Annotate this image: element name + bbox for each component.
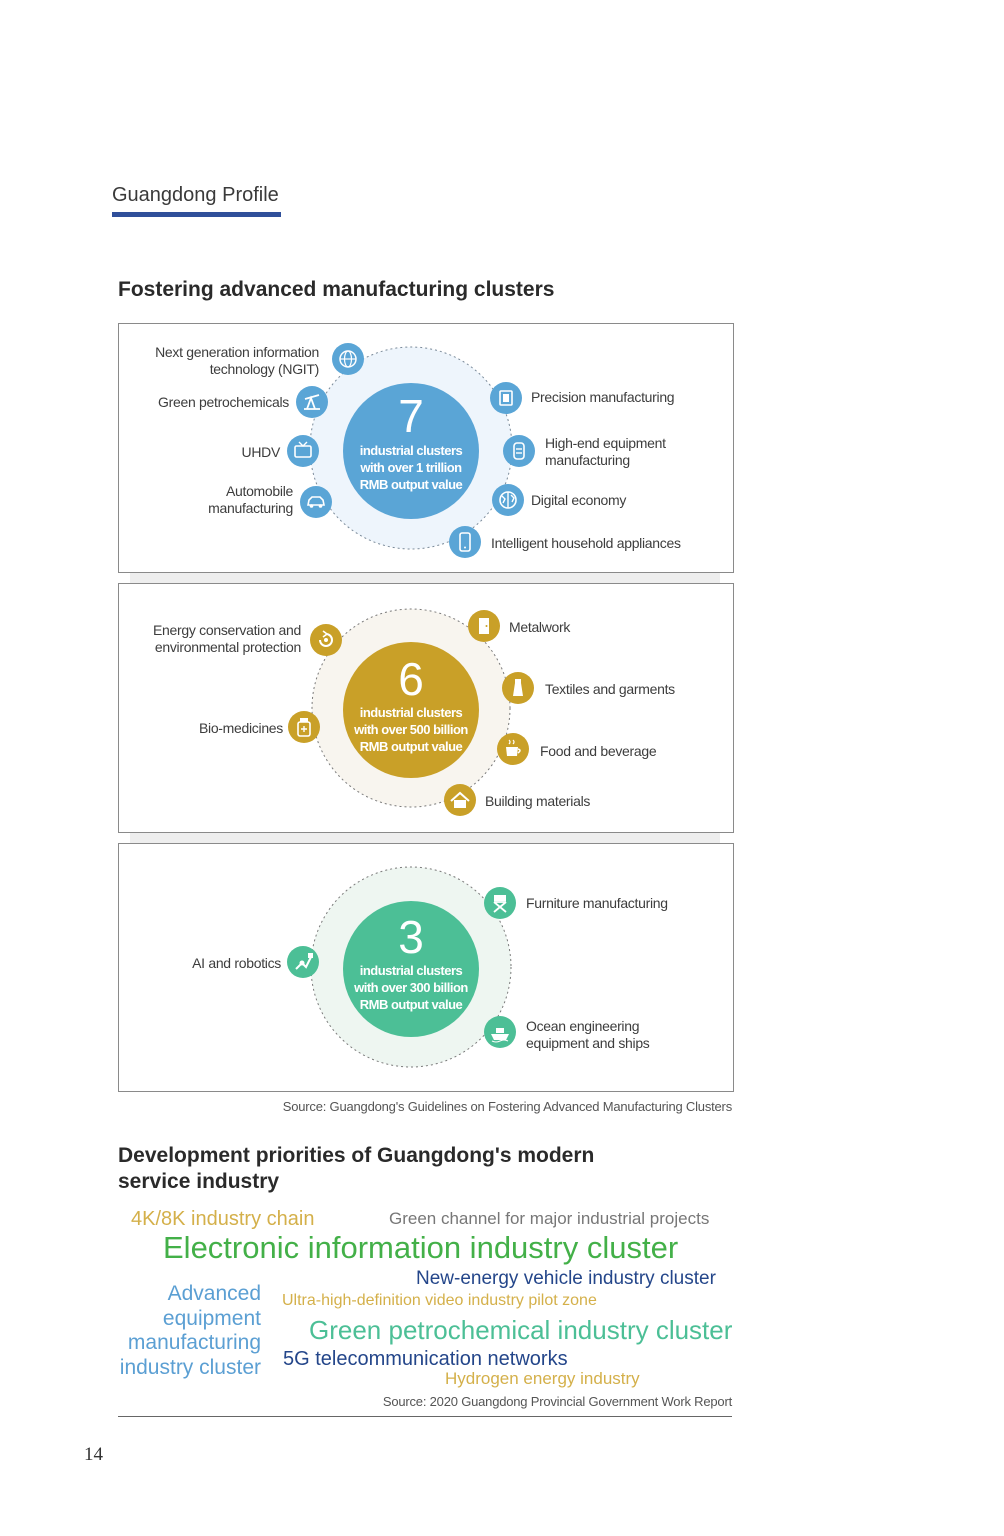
- word-5g: 5G telecommunication networks: [283, 1348, 568, 1370]
- label-precision: Precision manufacturing: [531, 389, 675, 405]
- panel-shadow: [130, 832, 720, 844]
- label-textiles: Textiles and garments: [545, 681, 675, 697]
- panel-3-graphic: [310, 866, 512, 1068]
- section-title-manufacturing: Fostering advanced manufacturing cluster…: [118, 278, 555, 301]
- medicine-bottle-icon: [288, 711, 320, 743]
- cluster-count-6: 6: [398, 653, 424, 705]
- panel-shadow: [130, 572, 720, 584]
- coffee-cup-icon: [497, 733, 529, 765]
- tv-icon: [287, 435, 319, 467]
- equipment-icon: [503, 435, 535, 467]
- source-note-1: Source: Guangdong's Guidelines on Foster…: [282, 1099, 732, 1114]
- word-uhd-video: Ultra-high-definition video industry pil…: [282, 1292, 597, 1309]
- label-digital-economy: Digital economy: [531, 492, 627, 508]
- word-electronic-information: Electronic information industry cluster: [163, 1230, 679, 1265]
- source-note-2: Source: 2020 Guangdong Provincial Govern…: [382, 1394, 732, 1409]
- running-header: Guangdong Profile: [112, 184, 279, 206]
- word-hydrogen: Hydrogen energy industry: [445, 1369, 640, 1388]
- dress-icon: [502, 672, 534, 704]
- word-4k8k: 4K/8K industry chain: [131, 1208, 315, 1230]
- digital-globe-icon: [492, 484, 524, 516]
- house-icon: [444, 784, 476, 816]
- oil-pump-icon: [296, 386, 328, 418]
- bottom-divider: [118, 1416, 732, 1417]
- label-food-beverage: Food and beverage: [540, 743, 657, 759]
- section-title-service-industry: Development priorities of Guangdong's mo…: [118, 1144, 595, 1193]
- robot-arm-icon: [287, 946, 319, 978]
- smartphone-icon: [449, 526, 481, 558]
- cluster-count-7: 7: [398, 390, 424, 442]
- metal-door-icon: [468, 610, 500, 642]
- ship-icon: [484, 1016, 516, 1048]
- car-icon: [300, 486, 332, 518]
- label-household-appliances: Intelligent household appliances: [491, 535, 681, 551]
- globe-icon: [332, 343, 364, 375]
- cluster-count-3: 3: [398, 911, 424, 963]
- panel-7-graphic: [309, 346, 513, 550]
- label-uhdv: UHDV: [241, 444, 281, 460]
- page-number: 14: [84, 1444, 103, 1465]
- label-bio-medicines: Bio-medicines: [198, 720, 283, 736]
- label-metalwork: Metalwork: [509, 619, 571, 635]
- word-green-petrochemical: Green petrochemical industry cluster: [309, 1315, 733, 1345]
- label-building-materials: Building materials: [485, 793, 591, 809]
- recycle-icon: [310, 624, 342, 656]
- chair-icon: [484, 887, 516, 919]
- chip-icon: [490, 382, 522, 414]
- label-ai-robotics: AI and robotics: [192, 955, 281, 971]
- word-green-channel: Green channel for major industrial proje…: [389, 1209, 710, 1228]
- header-underline: [112, 212, 281, 217]
- panel-6-graphic: [311, 608, 511, 808]
- label-green-petrochemicals: Green petrochemicals: [158, 394, 289, 410]
- label-furniture: Furniture manufacturing: [526, 895, 668, 911]
- word-new-energy-vehicle: New-energy vehicle industry cluster: [416, 1268, 716, 1289]
